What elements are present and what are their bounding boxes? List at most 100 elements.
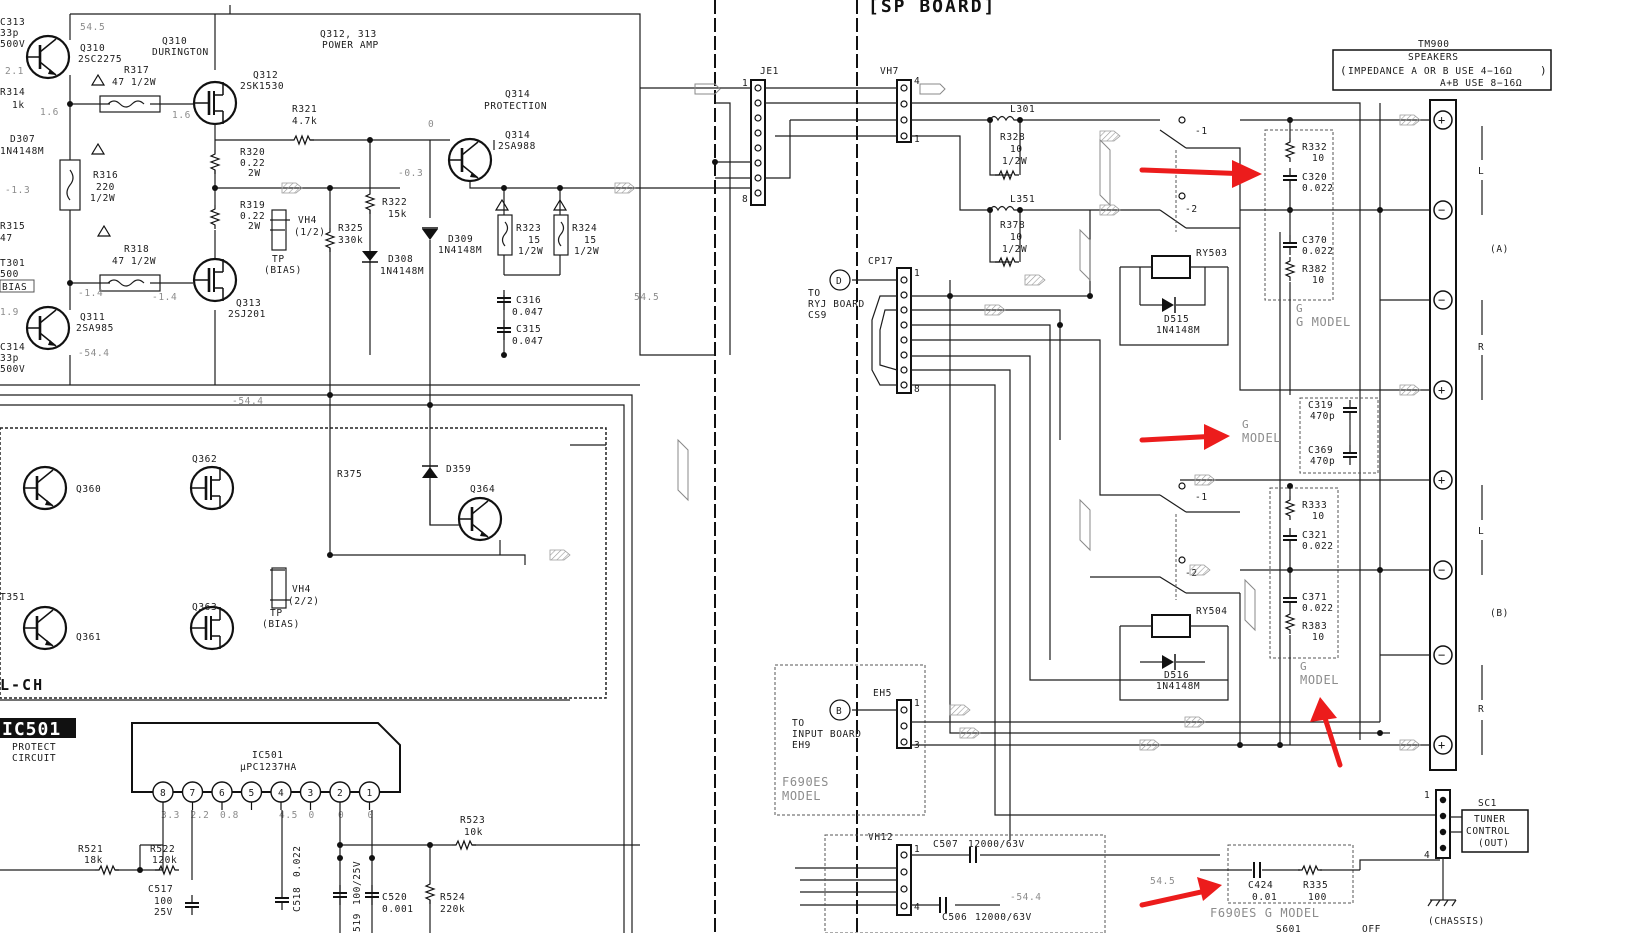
connector-je1: JE1 1 8 bbox=[640, 66, 779, 355]
svg-text:R325: R325 bbox=[338, 223, 363, 234]
svg-text:1N4148M: 1N4148M bbox=[438, 245, 482, 256]
transistor-q363 bbox=[189, 605, 235, 651]
speaker-terminal-polarity: + bbox=[1438, 383, 1446, 397]
svg-text:4: 4 bbox=[914, 902, 920, 913]
svg-text:470p: 470p bbox=[1310, 456, 1335, 467]
svg-text:1: 1 bbox=[1424, 790, 1430, 801]
svg-text:C507: C507 bbox=[933, 839, 958, 850]
ic501-pin-voltage: 4.5 bbox=[279, 810, 298, 821]
svg-text:(A): (A) bbox=[1490, 244, 1509, 255]
ic501-pin-voltage: 0 bbox=[338, 810, 344, 821]
svg-text:R522: R522 bbox=[150, 844, 175, 855]
svg-text:12000/63V: 12000/63V bbox=[968, 839, 1025, 850]
svg-text:1/2W: 1/2W bbox=[518, 246, 543, 257]
svg-text:C316: C316 bbox=[516, 295, 541, 306]
svg-text:R321: R321 bbox=[292, 104, 317, 115]
svg-text:R332: R332 bbox=[1302, 142, 1327, 153]
speaker-terminal bbox=[1433, 290, 1453, 310]
ic501-pin bbox=[358, 781, 381, 803]
svg-text:G: G bbox=[1300, 660, 1307, 673]
ic501-pin-number: 1 bbox=[367, 788, 373, 799]
speaker-terminal-block: TM900 SPEAKERS ( IMPEDANCE A OR B USE 4−… bbox=[1332, 39, 1552, 771]
svg-text:MODEL: MODEL bbox=[1300, 673, 1339, 687]
svg-text:2SA988: 2SA988 bbox=[498, 141, 536, 152]
svg-text:C321: C321 bbox=[1302, 530, 1327, 541]
svg-text:JE1: JE1 bbox=[760, 66, 779, 77]
svg-text:L301: L301 bbox=[1010, 104, 1035, 115]
svg-text:54.5: 54.5 bbox=[80, 22, 105, 33]
svg-text:1: 1 bbox=[914, 844, 920, 855]
svg-text:CS9: CS9 bbox=[808, 310, 827, 321]
eh5-pin-3 bbox=[900, 738, 908, 746]
svg-text:R318: R318 bbox=[124, 244, 149, 255]
transistor-q362 bbox=[189, 465, 235, 511]
svg-text:-1: -1 bbox=[1195, 126, 1208, 137]
svg-text:0.01: 0.01 bbox=[1252, 892, 1277, 903]
ic501-pin bbox=[181, 781, 204, 803]
svg-text:R314: R314 bbox=[0, 87, 25, 98]
svg-text:1N4148M: 1N4148M bbox=[380, 266, 424, 277]
cp17-pin-5 bbox=[900, 336, 908, 344]
svg-text:Q312, 313: Q312, 313 bbox=[320, 29, 377, 40]
ic501-pin-voltage: 0 bbox=[368, 810, 374, 821]
svg-text:15k: 15k bbox=[388, 209, 407, 220]
svg-text:D515: D515 bbox=[1164, 314, 1189, 325]
svg-text:C320: C320 bbox=[1302, 172, 1327, 183]
svg-text:-54.4: -54.4 bbox=[78, 348, 110, 359]
svg-text:Q312: Q312 bbox=[253, 70, 278, 81]
svg-text:F690ES: F690ES bbox=[782, 775, 829, 789]
svg-text:L: L bbox=[1478, 526, 1484, 537]
svg-text:R317: R317 bbox=[124, 65, 149, 76]
transistor-q312 bbox=[192, 80, 238, 126]
svg-text:0.022: 0.022 bbox=[1302, 183, 1334, 194]
je1-pin-2 bbox=[754, 99, 762, 107]
svg-text:8: 8 bbox=[742, 194, 748, 205]
svg-text:Q313: Q313 bbox=[236, 298, 261, 309]
svg-text:R375: R375 bbox=[337, 469, 362, 480]
svg-text:4.7k: 4.7k bbox=[292, 116, 317, 127]
svg-text:500V: 500V bbox=[0, 364, 25, 375]
svg-text:1.9: 1.9 bbox=[0, 307, 19, 318]
ic501-pin-number: 3 bbox=[308, 788, 314, 799]
svg-text:0.001: 0.001 bbox=[382, 904, 414, 915]
svg-text:(OUT): (OUT) bbox=[1478, 838, 1510, 849]
vh12-pin-3 bbox=[900, 885, 908, 893]
cp17-pin-2 bbox=[900, 291, 908, 299]
svg-text:12000/63V: 12000/63V bbox=[975, 912, 1032, 923]
svg-text:0.022: 0.022 bbox=[1302, 246, 1334, 257]
svg-text:F690ES G MODEL: F690ES G MODEL bbox=[1210, 906, 1320, 920]
svg-text:-1.3: -1.3 bbox=[5, 185, 30, 196]
svg-text:15: 15 bbox=[584, 235, 597, 246]
speaker-terminal bbox=[1433, 470, 1453, 490]
svg-text:1: 1 bbox=[742, 78, 748, 89]
svg-text:2SK1530: 2SK1530 bbox=[240, 81, 284, 92]
je1-pin-1 bbox=[754, 84, 762, 92]
je1-pin-3 bbox=[754, 114, 762, 122]
svg-text:Q311: Q311 bbox=[80, 312, 105, 323]
svg-text:1N4148M: 1N4148M bbox=[0, 146, 44, 157]
board-title: [SP BOARD] bbox=[868, 0, 996, 17]
ic501-pin-voltage: 3.3 bbox=[161, 810, 180, 821]
svg-text:2.1: 2.1 bbox=[5, 66, 24, 77]
svg-text:4: 4 bbox=[1424, 850, 1430, 861]
amp-labels: C313 33p 500V Q310 2SC2275 Q310 DURINGTO… bbox=[0, 17, 659, 694]
speaker-terminal bbox=[1433, 200, 1453, 220]
cp17-pin-7 bbox=[900, 366, 908, 374]
transistor-q364 bbox=[457, 496, 503, 542]
svg-text:C313: C313 bbox=[0, 17, 25, 28]
svg-text:0.22: 0.22 bbox=[240, 211, 265, 222]
svg-text:10: 10 bbox=[1312, 153, 1325, 164]
protect-circuit: IC501 PROTECT CIRCUIT IC501 μPC1237HA 83… bbox=[0, 718, 640, 933]
svg-text:10: 10 bbox=[1312, 275, 1325, 286]
svg-text:PROTECT: PROTECT bbox=[12, 742, 56, 753]
svg-text:-0.3: -0.3 bbox=[398, 168, 423, 179]
sc1-pin-2 bbox=[1439, 812, 1447, 820]
svg-text:C370: C370 bbox=[1302, 235, 1327, 246]
svg-text:R333: R333 bbox=[1302, 500, 1327, 511]
speaker-terminal bbox=[1433, 380, 1453, 400]
speaker-relay-section: L301 R328 10 1/2W L351 R378 10 1/2W -1 -… bbox=[824, 103, 1440, 933]
cp17-pin-4 bbox=[900, 321, 908, 329]
svg-text:R383: R383 bbox=[1302, 621, 1327, 632]
svg-text:(BIAS): (BIAS) bbox=[262, 619, 300, 630]
svg-text:Q314: Q314 bbox=[505, 130, 530, 141]
